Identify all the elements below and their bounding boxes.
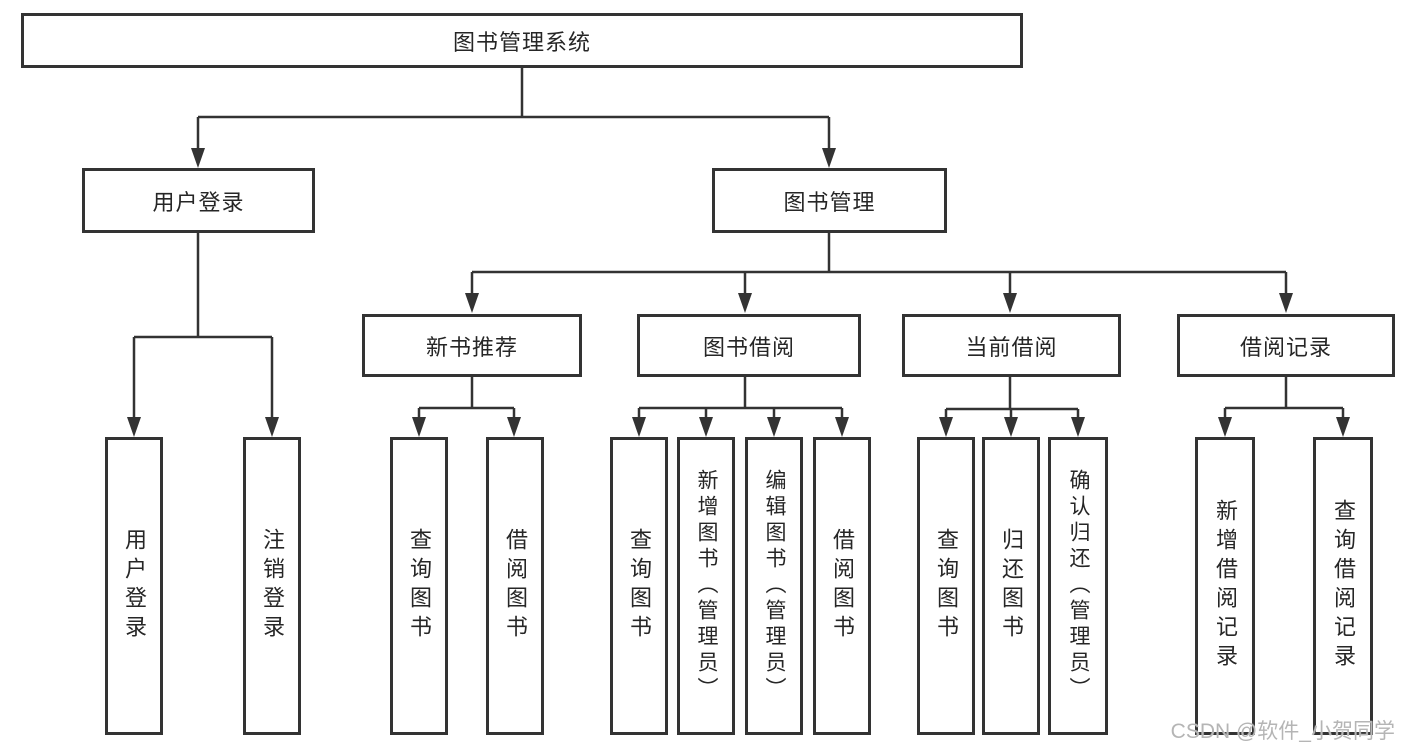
leaf-label: 注销登录	[260, 528, 285, 644]
node-new-book-recommendation: 新书推荐	[362, 314, 582, 377]
node-label: 图书借阅	[702, 334, 795, 360]
leaf-logout: 注销登录	[243, 437, 301, 735]
leaf-edit-books-admin: 编辑图书（管理员）	[745, 437, 803, 735]
leaf-label: 借阅图书	[830, 528, 855, 644]
node-borrowing-records: 借阅记录	[1177, 314, 1395, 377]
leaf-label: 用户登录	[122, 528, 147, 644]
leaf-label: 借阅图书	[503, 528, 528, 644]
node-label: 图书管理	[783, 189, 876, 215]
node-label: 图书管理系统	[452, 29, 591, 55]
node-label: 当前借阅	[965, 334, 1058, 360]
leaf-borrow-books-recommend: 借阅图书	[486, 437, 544, 735]
leaf-label: 查询图书	[934, 528, 959, 644]
leaf-label: 编辑图书（管理员）	[763, 469, 786, 703]
node-user-login: 用户登录	[82, 168, 315, 233]
node-book-management: 图书管理	[712, 168, 947, 233]
node-current-borrowing: 当前借阅	[902, 314, 1121, 377]
leaf-label: 新增图书（管理员）	[695, 469, 718, 703]
node-book-borrowing: 图书借阅	[637, 314, 861, 377]
leaf-confirm-return-admin: 确认归还（管理员）	[1048, 437, 1108, 735]
leaf-label: 新增借阅记录	[1213, 499, 1238, 673]
node-label: 新书推荐	[425, 334, 518, 360]
leaf-add-books-admin: 新增图书（管理员）	[677, 437, 735, 735]
leaf-label: 归还图书	[999, 528, 1024, 644]
leaf-query-books-borrowing: 查询图书	[610, 437, 668, 735]
leaf-user-login: 用户登录	[105, 437, 163, 735]
leaf-label: 查询图书	[407, 528, 432, 644]
leaf-query-books-current: 查询图书	[917, 437, 975, 735]
leaf-return-books: 归还图书	[982, 437, 1040, 735]
leaf-label: 查询图书	[627, 528, 652, 644]
node-label: 借阅记录	[1239, 334, 1332, 360]
node-library-management-system: 图书管理系统	[21, 13, 1023, 68]
leaf-query-books-recommend: 查询图书	[390, 437, 448, 735]
leaf-query-borrow-record: 查询借阅记录	[1313, 437, 1373, 735]
leaf-add-borrow-record: 新增借阅记录	[1195, 437, 1255, 735]
leaf-label: 查询借阅记录	[1331, 499, 1356, 673]
leaf-borrow-books-borrowing: 借阅图书	[813, 437, 871, 735]
leaf-label: 确认归还（管理员）	[1067, 469, 1090, 703]
csdn-watermark: CSDN @软件_小贺同学	[1170, 720, 1395, 743]
node-label: 用户登录	[152, 189, 245, 215]
